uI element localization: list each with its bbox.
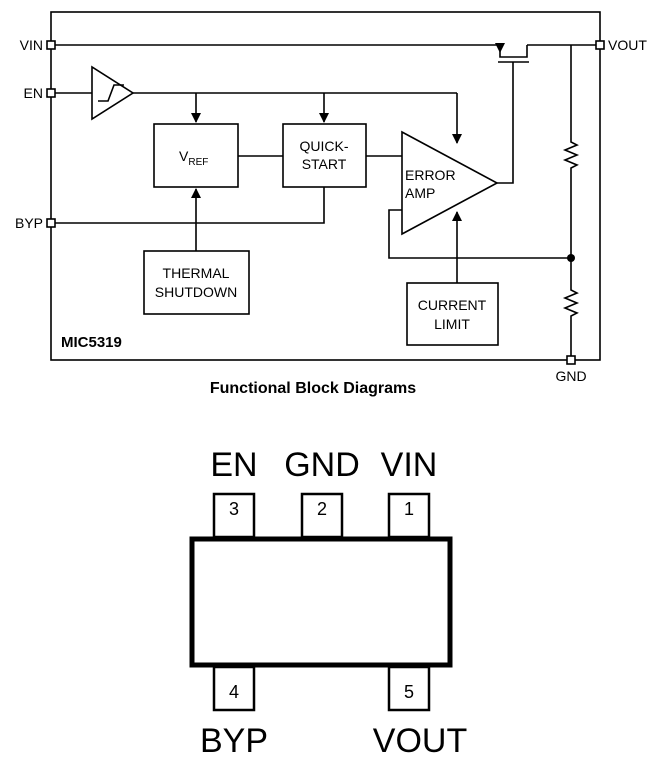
pin4-name: BYP: [200, 722, 268, 760]
en-pin-label: EN: [24, 85, 43, 101]
vin-pin-square: [46, 40, 56, 50]
byp-pin-square: [46, 218, 56, 228]
pass-transistor: [497, 45, 529, 184]
package-body: [189, 536, 453, 668]
error-amp-label-2: AMP: [405, 185, 435, 201]
thermal-label-1: THERMAL: [163, 265, 230, 281]
error-amp-label-1: ERROR: [405, 167, 456, 183]
thermal-shutdown-block: [143, 250, 250, 315]
error-amp: [401, 130, 499, 236]
vref-label: VREF: [179, 148, 208, 168]
chip-name: MIC5319: [61, 334, 122, 351]
quickstart-label-2: START: [302, 156, 347, 172]
current-label-1: CURRENT: [418, 297, 487, 313]
pin3-number: 3: [229, 499, 239, 519]
pin1-name: VIN: [381, 446, 438, 484]
quickstart-label-1: QUICK-: [300, 138, 349, 154]
vout-pin-label: VOUT: [608, 37, 647, 53]
pin3-name: EN: [210, 446, 257, 484]
pin1-number: 1: [404, 499, 414, 519]
thermal-label-2: SHUTDOWN: [155, 284, 237, 300]
pin3-tab: [212, 492, 256, 539]
pin5-name: VOUT: [373, 722, 467, 760]
functional-block-diagram: VREF QUICK- START ERROR AMP THERMAL SHUT…: [15, 11, 647, 384]
pin2-number: 2: [317, 499, 327, 519]
pin5-tab: [387, 665, 431, 712]
vout-pin-square: [595, 40, 605, 50]
vref-block: [153, 123, 239, 188]
pin1-tab: [387, 492, 431, 539]
current-label-2: LIMIT: [434, 316, 470, 332]
pin2-name: GND: [284, 446, 360, 484]
pin4-number: 4: [229, 682, 239, 702]
byp-wire: [51, 187, 325, 224]
resistor-bottom: [562, 258, 580, 360]
current-limit-block: [406, 282, 499, 346]
quickstart-block: [282, 123, 367, 188]
pin4-tab: [212, 665, 256, 712]
gnd-pin-square: [566, 355, 576, 365]
chip-outline: [50, 11, 601, 361]
pin2-tab: [300, 492, 344, 539]
byp-pin-label: BYP: [15, 215, 43, 231]
gnd-pin-label: GND: [555, 368, 586, 384]
pin5-number: 5: [404, 682, 414, 702]
en-pin-square: [46, 88, 56, 98]
feedback-wire: [388, 209, 571, 259]
hysteresis-icon: [98, 84, 124, 102]
resistor-top: [562, 138, 580, 258]
vin-pin-label: VIN: [20, 37, 43, 53]
package-pinout: EN GND VIN 3 2 1 4 5 BYP VOUT: [189, 446, 467, 760]
diagram-caption: Functional Block Diagrams: [210, 380, 416, 397]
enable-buffer: [91, 65, 135, 121]
